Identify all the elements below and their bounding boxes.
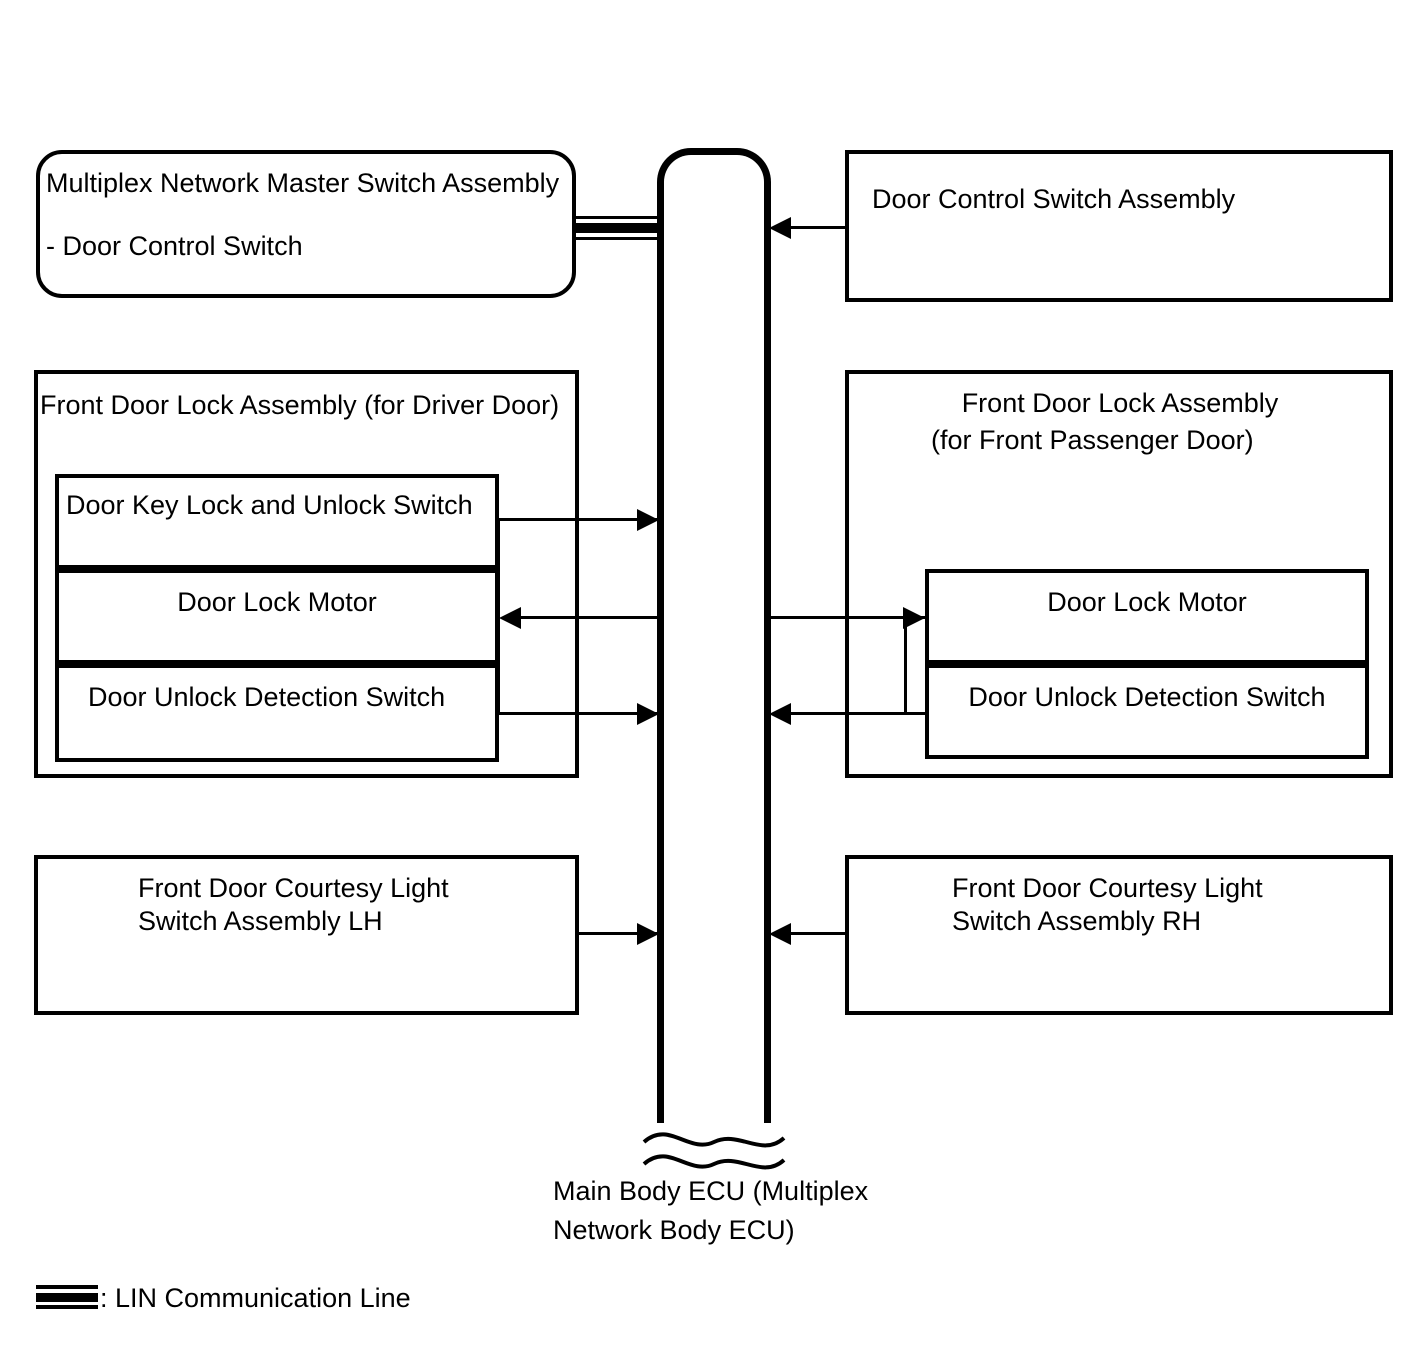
courtesy-light-lh-line1: Front Door Courtesy Light — [138, 873, 449, 903]
connector-courtesy-light-rh — [790, 932, 846, 935]
arrow-driver-unlock-detection-to-ecu — [637, 703, 659, 725]
connector-passenger-unlock-detection-switch — [790, 712, 925, 715]
arrow-passenger-unlock-detection-to-ecu — [769, 703, 791, 725]
courtesy-light-lh-line2: Switch Assembly LH — [138, 906, 383, 936]
passenger-door-lock-motor-label: Door Lock Motor — [1047, 587, 1247, 617]
connector-passenger-lock-motor — [769, 616, 925, 619]
bus-caption-line1: Main Body ECU (Multiplex Network Body EC… — [553, 1176, 869, 1245]
driver-door-lock-motor[interactable] — [55, 569, 499, 664]
door-control-switch-assembly-label: Door Control Switch Assembly — [872, 184, 1236, 214]
bus-caption: Main Body ECU (Multiplex Network Body EC… — [553, 1172, 973, 1250]
arrow-door-control-switch-to-ecu — [769, 217, 791, 239]
arrow-driver-key-lock-switch-to-ecu — [637, 509, 659, 531]
front-door-courtesy-light-switch-rh[interactable] — [845, 855, 1393, 1015]
lin-line-legend-swatch-icon — [36, 1285, 98, 1309]
multiplex-network-master-switch-assembly[interactable] — [36, 150, 576, 298]
door-control-switch-assembly[interactable] — [845, 150, 1393, 302]
connector-door-control-switch — [790, 226, 846, 229]
driver-door-key-lock-and-unlock-switch[interactable] — [55, 474, 499, 569]
master-switch-subitem: - Door Control Switch — [46, 231, 303, 261]
arrow-courtesy-light-lh-to-ecu — [637, 923, 659, 945]
connector-courtesy-light-lh — [578, 932, 659, 935]
connector-driver-key-lock-switch — [497, 518, 659, 521]
bus-break-wave-icon — [642, 1132, 786, 1170]
front-door-courtesy-light-switch-lh[interactable] — [34, 855, 579, 1015]
arrow-ecu-to-driver-lock-motor — [499, 607, 521, 629]
passenger-lock-assembly-title-line2: (for Front Passenger Door) — [931, 425, 1254, 455]
master-switch-title: Multiplex Network Master Switch Assembly — [46, 168, 560, 198]
driver-lock-assembly-title: Front Door Lock Assembly (for Driver Doo… — [40, 390, 560, 420]
driver-door-key-lock-and-unlock-switch-label: Door Key Lock and Unlock Switch — [66, 490, 473, 520]
main-body-ecu-bus — [657, 148, 771, 1123]
passenger-door-lock-motor[interactable] — [925, 569, 1369, 664]
passenger-lock-assembly-title-line1: Front Door Lock Assembly — [961, 388, 1279, 418]
driver-connector-trunk — [497, 518, 500, 714]
arrow-ecu-to-passenger-lock-motor — [903, 607, 925, 629]
passenger-door-unlock-detection-switch-label: Door Unlock Detection Switch — [968, 682, 1326, 712]
passenger-door-unlock-detection-switch[interactable] — [925, 664, 1369, 759]
courtesy-light-rh-line1: Front Door Courtesy Light — [952, 873, 1263, 903]
driver-door-lock-motor-label: Door Lock Motor — [177, 587, 377, 617]
passenger-connector-trunk — [904, 616, 907, 714]
courtesy-light-rh-line2: Switch Assembly RH — [952, 906, 1202, 936]
connector-driver-unlock-detection-switch — [497, 712, 659, 715]
driver-door-unlock-detection-switch-label: Door Unlock Detection Switch — [88, 682, 446, 712]
lin-communication-line — [576, 216, 660, 240]
connector-driver-lock-motor — [508, 616, 659, 619]
lin-line-legend-label: : LIN Communication Line — [100, 1283, 411, 1313]
arrow-courtesy-light-rh-to-ecu — [769, 923, 791, 945]
